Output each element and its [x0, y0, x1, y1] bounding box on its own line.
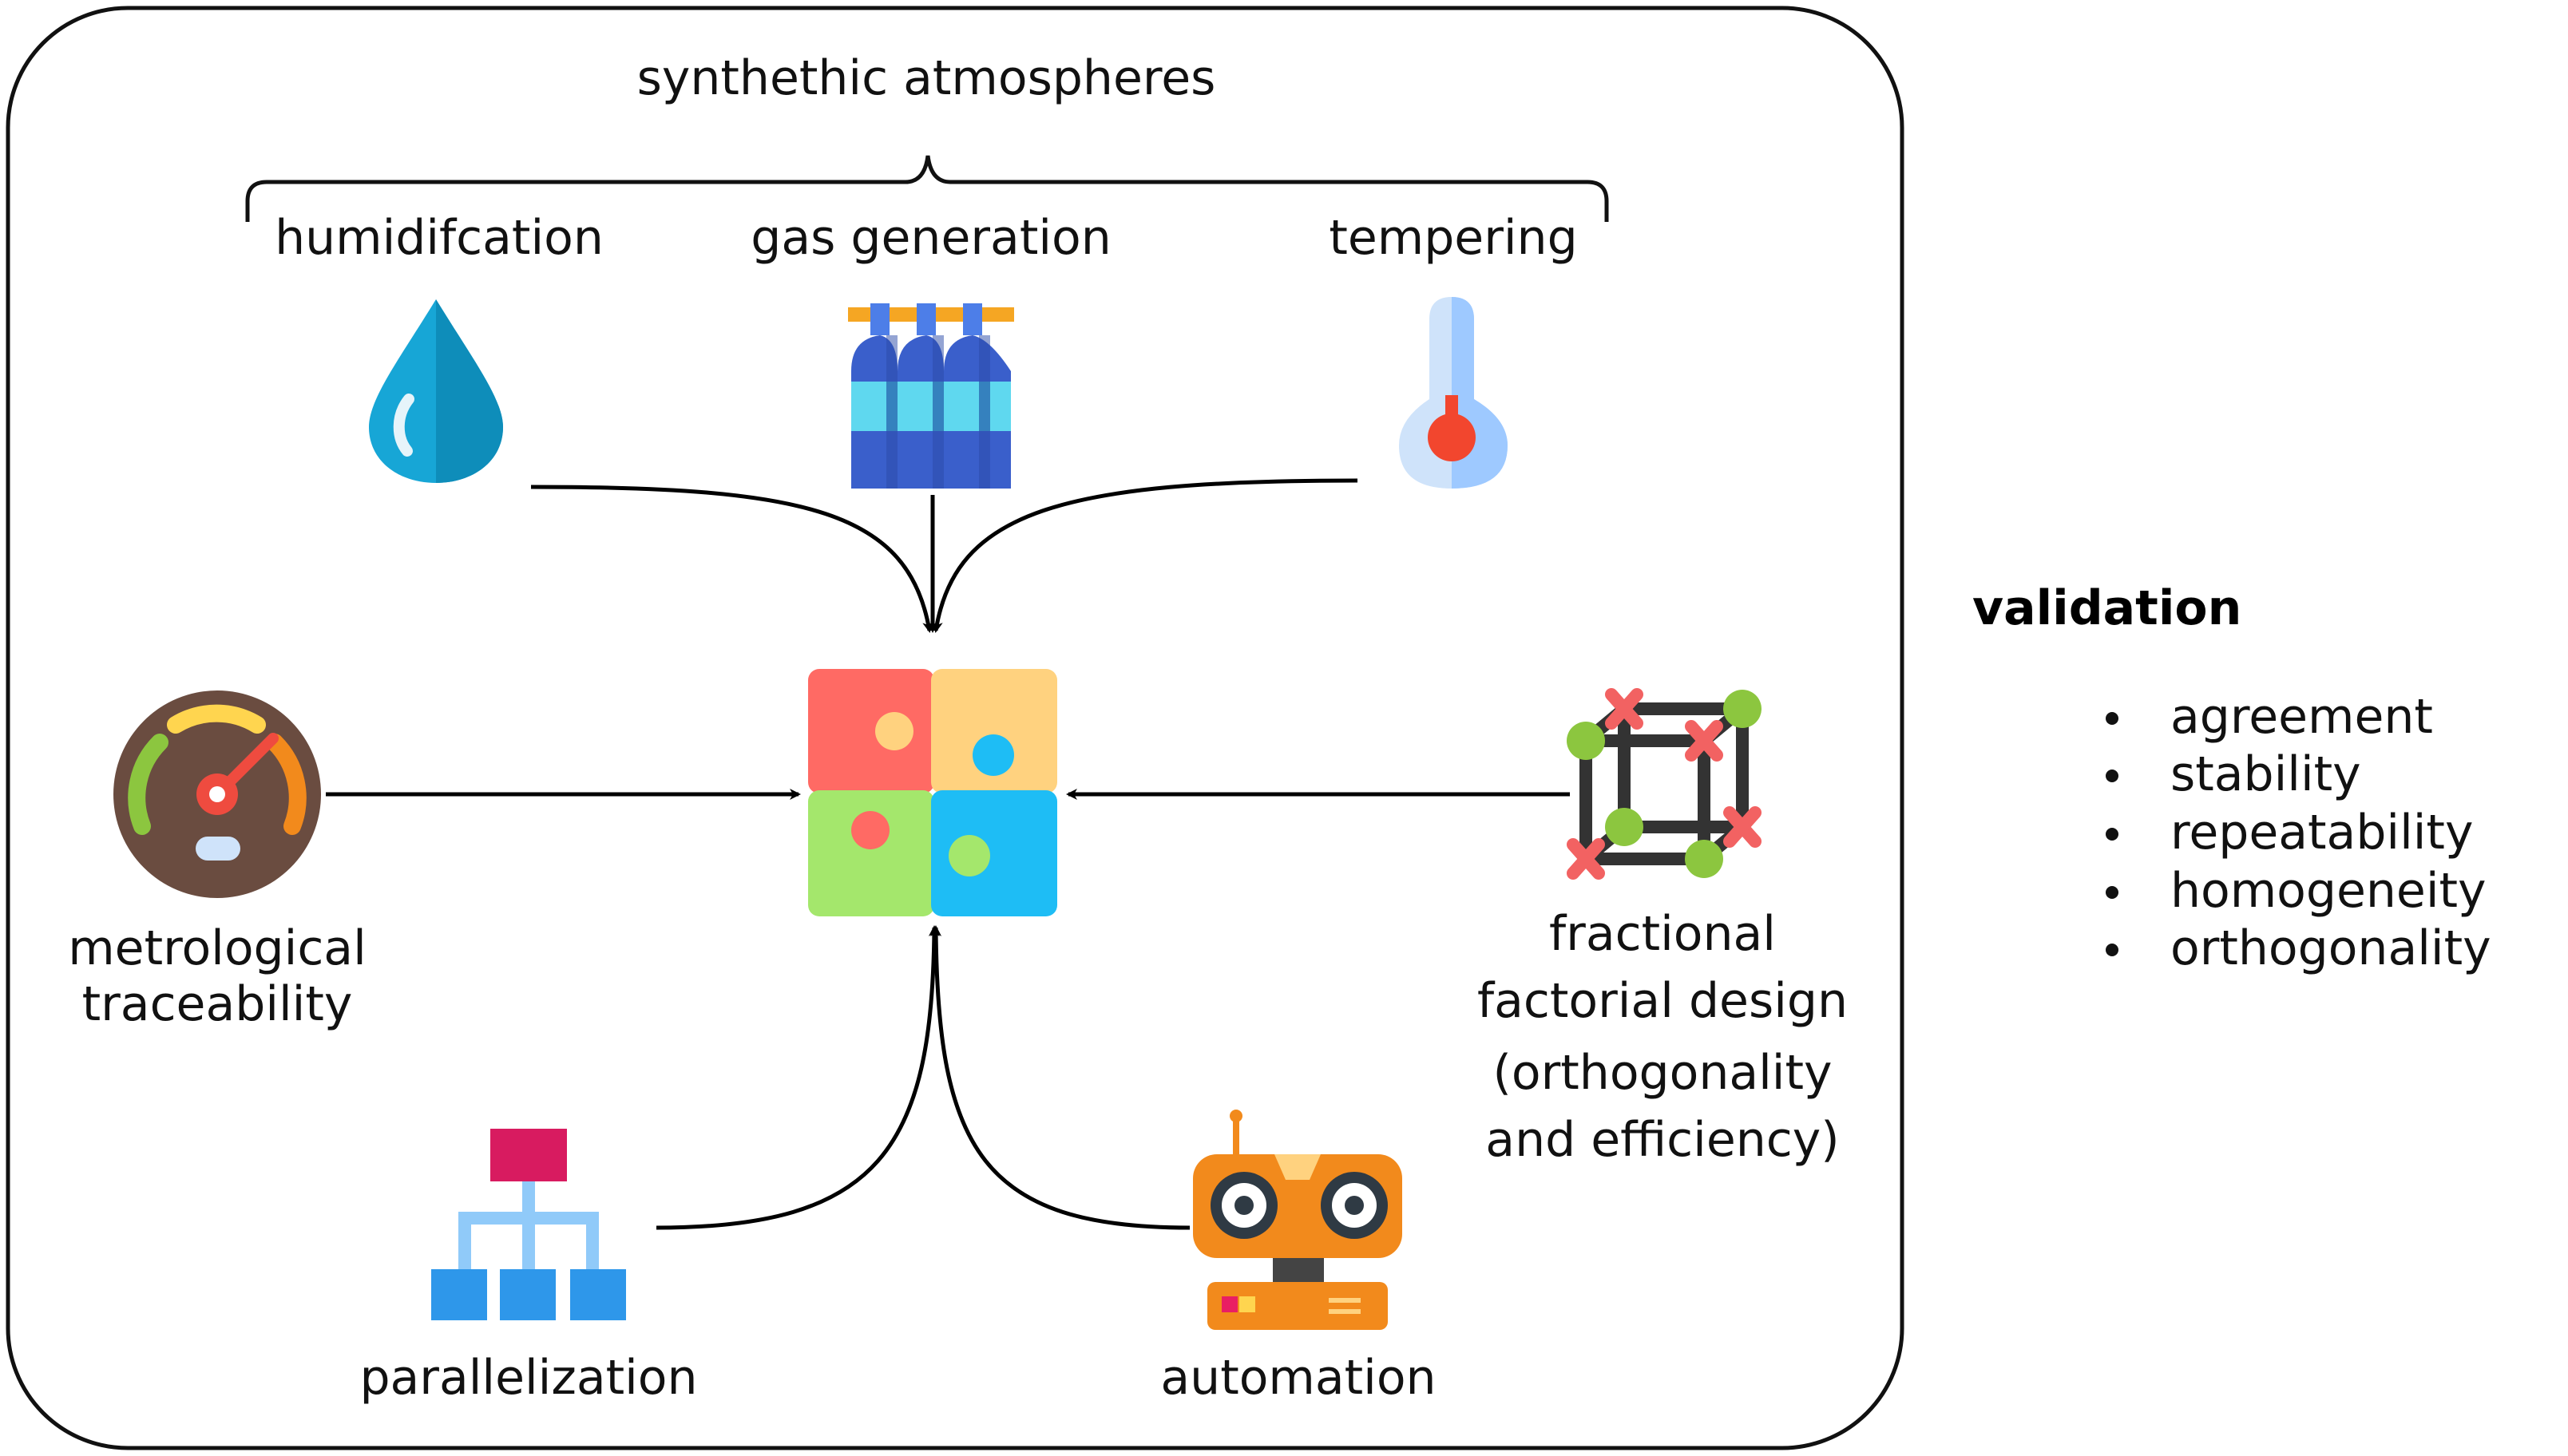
label-metrological: metrological: [68, 920, 367, 976]
water-drop-icon: [369, 299, 503, 483]
arrow-humidification: [530, 485, 934, 633]
label-automation: automation: [1160, 1350, 1436, 1406]
label-gas-generation: gas generation: [751, 210, 1112, 266]
robot-icon: [1193, 1110, 1402, 1330]
gauge-icon: [113, 690, 321, 898]
bullet-icon: [2106, 828, 2118, 841]
gas-bottles-icon: [848, 303, 1014, 489]
bullet-icon: [2106, 770, 2118, 782]
cube-design-icon: [1567, 688, 1762, 880]
curly-brace: [245, 155, 1609, 222]
bullet-icon: [2106, 886, 2118, 899]
validation-item: repeatability: [2170, 805, 2473, 861]
label-parallelization: parallelization: [359, 1350, 697, 1406]
validation-title: validation: [1972, 580, 2241, 636]
puzzle-icon: [808, 669, 1057, 916]
bullet-icon: [2106, 944, 2118, 956]
label-factorial-design: factorial design: [1477, 973, 1848, 1029]
validation-item: orthogonality: [2170, 920, 2491, 976]
label-and-efficiency: and efficiency): [1485, 1112, 1839, 1168]
thermometer-icon: [1399, 297, 1508, 489]
validation-item: stability: [2170, 746, 2361, 802]
label-orthogonality-paren: (orthogonality: [1492, 1045, 1832, 1101]
label-fractional: fractional: [1549, 906, 1776, 962]
outer-frame: [6, 6, 1904, 1450]
validation-item: agreement: [2170, 689, 2433, 745]
arrow-automation: [930, 925, 1191, 1230]
arrow-parallelization: [656, 925, 940, 1230]
validation-list: agreement stability repeatability homoge…: [2106, 689, 2491, 976]
label-tempering: tempering: [1329, 210, 1577, 266]
label-humidification: humidifcation: [275, 210, 604, 266]
arrow-tempering: [931, 478, 1358, 633]
title-synthetic-atmospheres: synthethic atmospheres: [637, 50, 1216, 106]
validation-item: homogeneity: [2170, 863, 2487, 919]
bullet-icon: [2106, 712, 2118, 725]
label-traceability: traceability: [82, 976, 353, 1032]
hierarchy-icon: [431, 1129, 626, 1320]
